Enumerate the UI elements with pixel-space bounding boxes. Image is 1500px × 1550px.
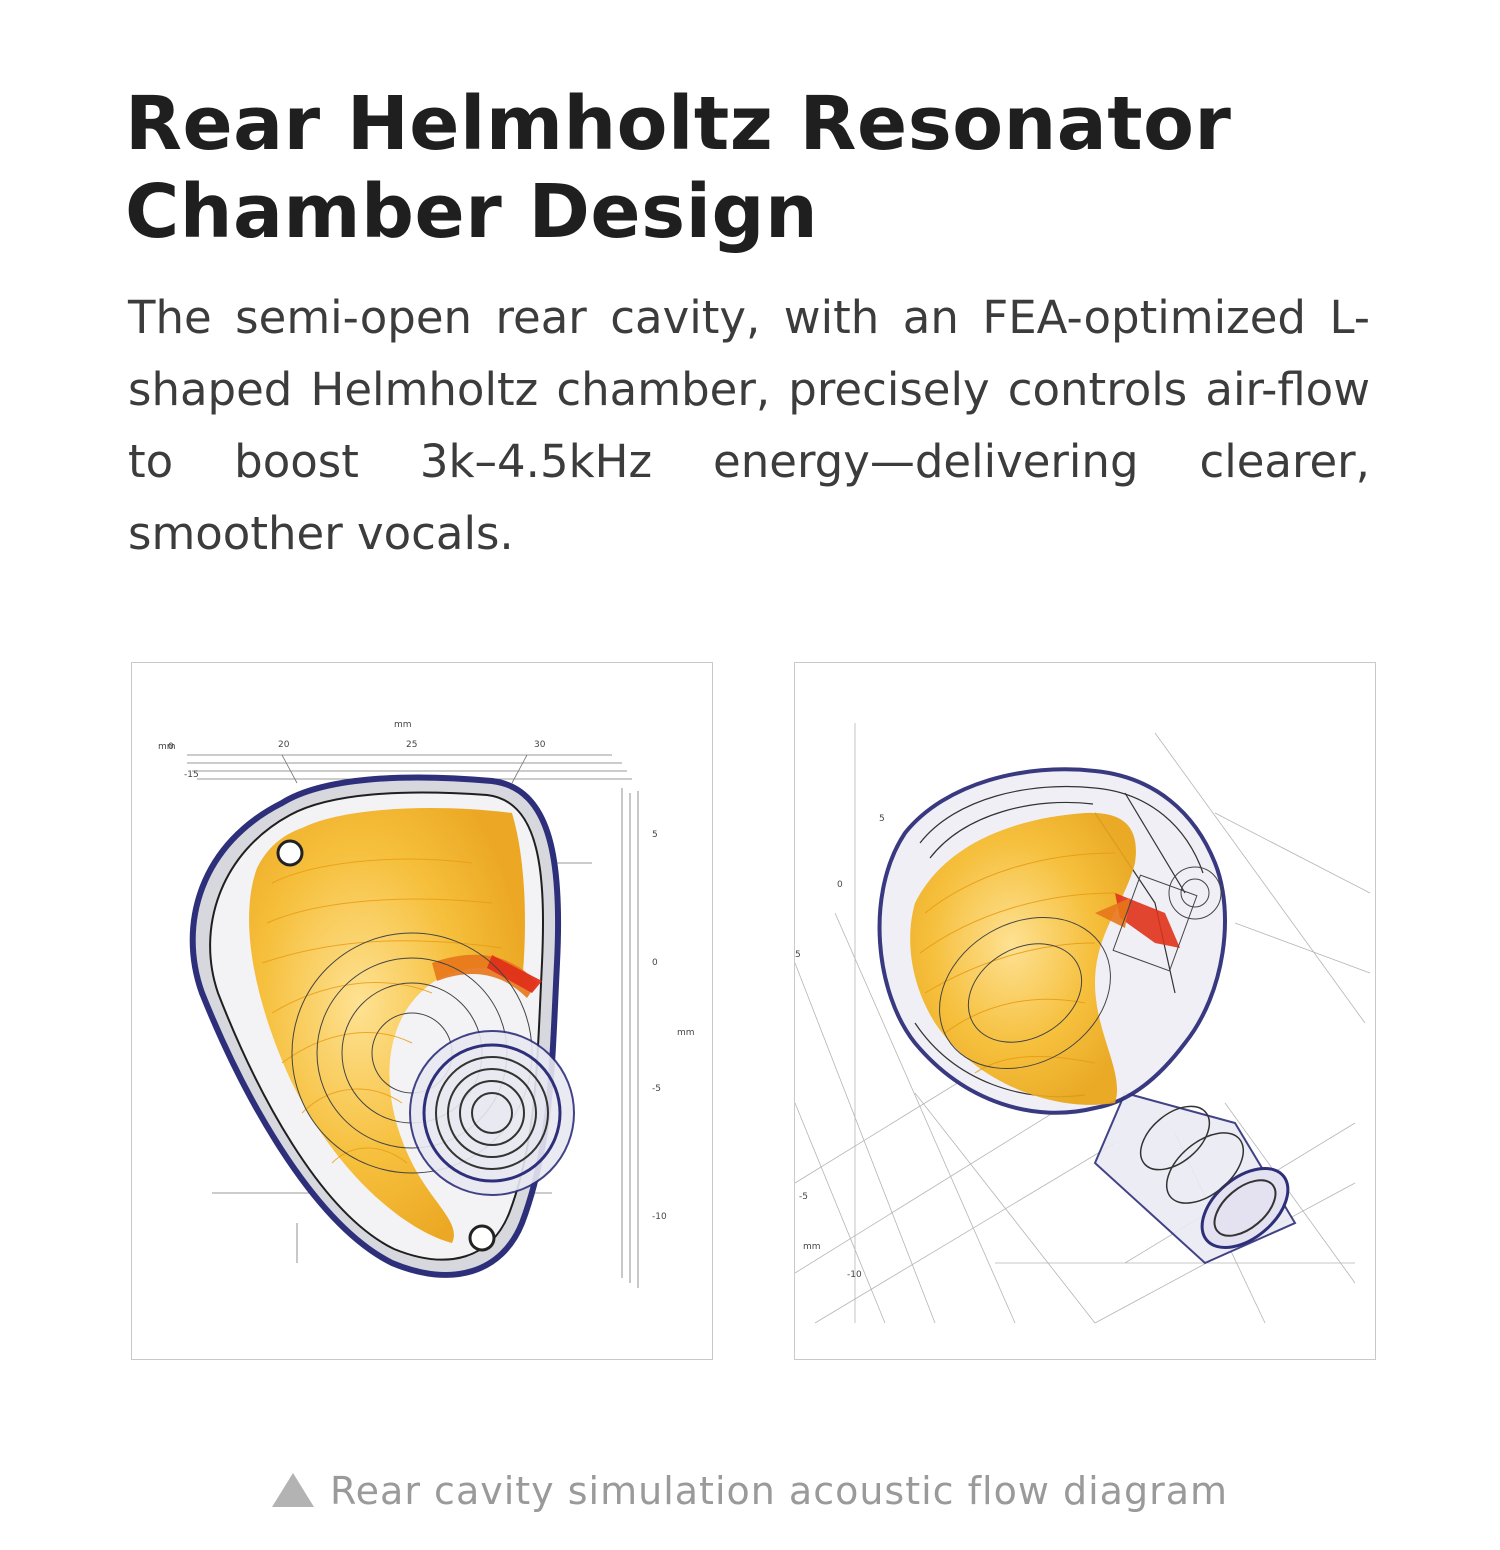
left-right-tick-5: 5 xyxy=(652,830,658,840)
left-right-unit-label: mm xyxy=(677,1028,695,1038)
right-tick-5-top: 5 xyxy=(879,814,885,824)
left-flow-red-hotspot xyxy=(487,955,542,993)
left-left-tick-minus15: -15 xyxy=(184,770,199,780)
right-tick-minus5: -5 xyxy=(799,1192,808,1202)
left-flow-yellow-region xyxy=(249,808,525,1243)
right-tick-5: 5 xyxy=(795,950,801,960)
right-nozzle-tube xyxy=(1093,1091,1297,1265)
left-nozzle-rings xyxy=(409,1030,575,1196)
isometric-simulation-figure: 5 0 5 -5 mm -10 xyxy=(794,662,1376,1360)
isometric-simulation-drawing: 5 0 5 -5 mm -10 xyxy=(795,723,1371,1324)
right-tick-0: 0 xyxy=(837,880,843,890)
description-paragraph: The semi-open rear cavity, with an FEA-o… xyxy=(128,291,1370,560)
page-title-line-2: Chamber Design xyxy=(125,169,819,255)
right-perspective-grid xyxy=(795,723,1371,1324)
left-top-unit-label: mm xyxy=(394,720,412,730)
left-top-tick-0: 0 xyxy=(168,742,174,752)
front-view-simulation-figure: mm 0 20 25 30 mm -15 5 0 mm -5 -10 xyxy=(131,662,713,1360)
right-flow-orange-channel xyxy=(1095,898,1130,928)
right-internal-components xyxy=(939,866,1222,1069)
left-right-tick-0: 0 xyxy=(652,958,658,968)
triangle-up-icon xyxy=(271,1472,314,1507)
page-title-line-1: Rear Helmholtz Resonator xyxy=(125,81,1232,167)
left-right-tick-minus5: -5 xyxy=(652,1084,661,1094)
right-flow-streamlines xyxy=(919,852,1116,1074)
figure-caption: Rear cavity simulation acoustic flow dia… xyxy=(0,1465,1500,1517)
right-unit-label: mm xyxy=(803,1242,821,1252)
left-top-tick-30: 30 xyxy=(534,740,546,750)
page-title: Rear Helmholtz Resonator Chamber Design xyxy=(125,80,1375,256)
left-top-tick-25: 25 xyxy=(406,740,417,750)
left-top-left-unit-label: mm xyxy=(158,742,176,752)
right-tick-minus10: -10 xyxy=(847,1270,862,1280)
figure-caption-text: Rear cavity simulation acoustic flow dia… xyxy=(329,1469,1229,1513)
left-right-tick-minus10: -10 xyxy=(652,1212,667,1222)
front-view-simulation-drawing: mm 0 20 25 30 mm -15 5 0 mm -5 -10 xyxy=(158,720,695,1288)
left-screw-hole-top xyxy=(276,839,304,867)
left-screw-hole-bottom xyxy=(468,1224,496,1252)
left-top-tick-20: 20 xyxy=(278,740,290,750)
right-flow-red-hotspot xyxy=(1115,893,1180,948)
